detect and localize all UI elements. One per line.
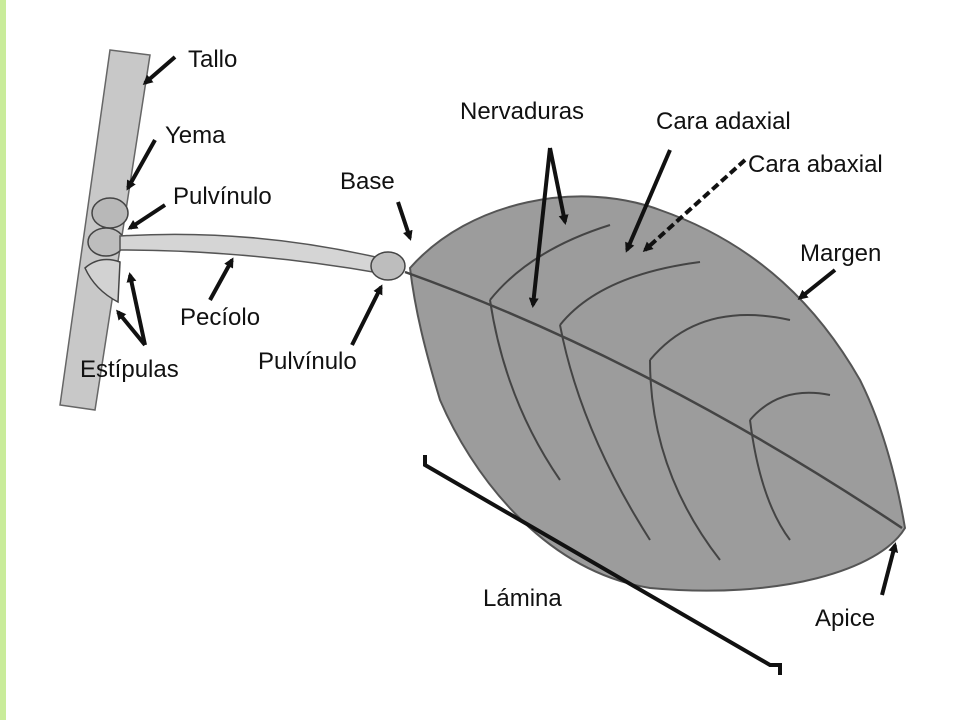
label-cara-abaxial: Cara abaxial [748,151,883,178]
arrow-tallo [142,55,177,85]
arrow-pulvinulo-bottom [350,284,383,346]
accent-bar [0,0,6,720]
label-estipulas: Estípulas [80,356,179,383]
veins [489,224,831,561]
arrow-estipulas-2 [116,309,147,347]
label-nervaduras: Nervaduras [460,98,585,125]
arrow-margen [797,268,837,300]
arrow-peciolo [208,257,234,301]
arrow-base [396,201,413,241]
label-pulvinulo-bottom: Pulvínulo [258,348,357,375]
arrow-estipulas-1 [126,272,147,346]
label-base: Base [340,168,395,195]
lamina-bracket [423,455,782,675]
arrow-yema [126,139,157,191]
petiole-shape [119,233,387,275]
label-pulvinulo-top: Pulvínulo [173,183,272,210]
pulvinule-bottom-shape [370,251,406,281]
arrow-cara-adaxial [625,149,672,253]
pulvinule-top-shape [87,227,125,257]
label-margen: Margen [800,240,882,267]
label-lamina: Lámina [483,585,562,612]
stipule-shape [84,258,121,304]
arrow-pulvinulo-top [127,203,167,230]
bud-shape [91,197,129,229]
arrow-apice [880,542,899,596]
arrow-nervaduras-1 [528,147,552,308]
label-tallo: Tallo [188,46,238,73]
label-apice: Apice [815,605,876,632]
arrows [116,55,899,596]
label-peciolo: Pecíolo [180,304,261,331]
midrib-line [404,270,903,530]
arrow-cara-abaxial [642,158,747,253]
label-yema: Yema [165,122,226,149]
arrow-nervaduras-2 [548,147,569,225]
label-cara-adaxial: Cara adaxial [656,108,791,135]
